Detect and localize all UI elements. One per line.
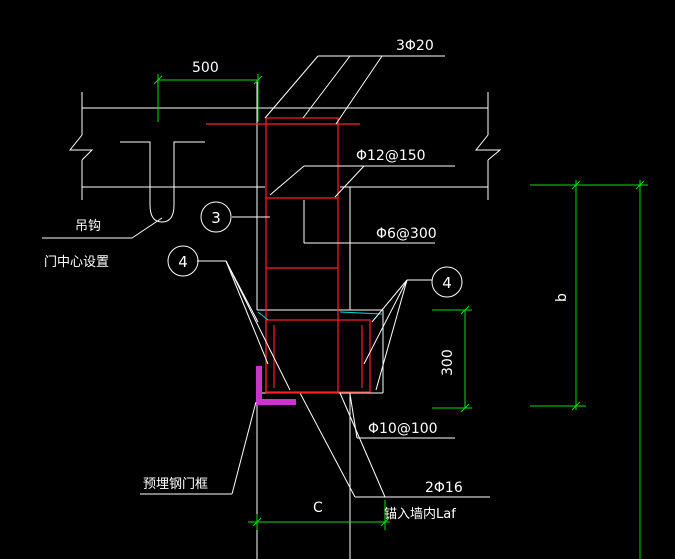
dim-500-label: 500: [192, 60, 219, 76]
slab-outline: [68, 82, 502, 559]
callout-4-left-label: 4: [178, 253, 188, 271]
dim-c-label: C: [313, 500, 323, 516]
door-frame-label: 预埋钢门框: [143, 477, 208, 492]
leader-lines: [42, 55, 455, 495]
door-frame-embed: [256, 366, 296, 405]
rebar-top-label: 3Φ20: [396, 38, 434, 54]
callout-4-right-label: 4: [442, 274, 452, 292]
callout-4-left: 4: [167, 245, 199, 277]
stirrup-12-label: Φ12@150: [356, 148, 426, 164]
stirrup-10-label: Φ10@100: [368, 421, 438, 437]
dimension-lines: [153, 74, 648, 559]
callout-3: 3: [200, 201, 232, 233]
rebar-bottom-label: 2Φ16: [425, 480, 463, 496]
hook-label: 吊钩: [75, 219, 101, 234]
dim-b-label: b: [554, 293, 570, 302]
anchor-label: 锚入墙内Laf: [384, 506, 456, 522]
rebar-group: [206, 117, 371, 394]
cyan-marks: [257, 311, 383, 321]
callout-3-label: 3: [211, 209, 221, 227]
dim-300-label: 300: [440, 349, 456, 376]
hook-position-label: 门中心设置: [44, 255, 109, 270]
stirrup-6-label: Φ6@300: [376, 226, 437, 242]
callout-4-right: 4: [431, 266, 463, 298]
